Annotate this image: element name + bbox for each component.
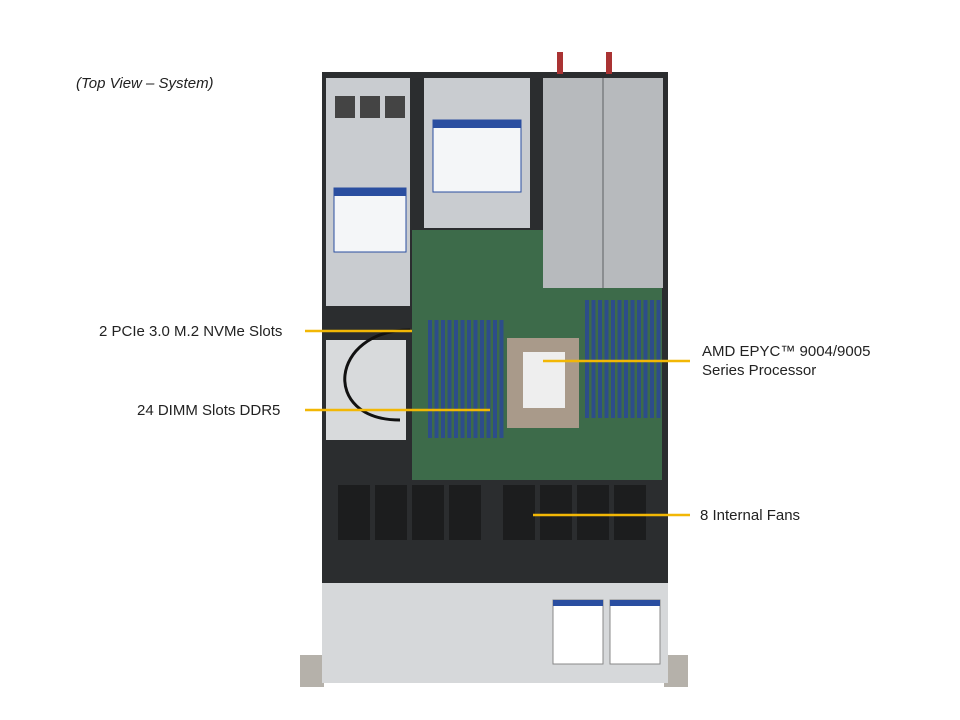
callout-cpu-line2: Series Processor xyxy=(702,362,817,379)
fan xyxy=(614,485,646,540)
dimm-slot xyxy=(611,300,615,418)
dimm-slot xyxy=(480,320,484,438)
dimm-slot xyxy=(428,320,432,438)
dimm-bank-left xyxy=(428,320,504,438)
dimm-slot xyxy=(493,320,497,438)
callout-fans: 8 Internal Fans xyxy=(700,507,801,524)
dimm-slot xyxy=(486,320,491,438)
dimm-slot xyxy=(598,300,602,418)
dimm-slot xyxy=(650,300,654,418)
fan-bank xyxy=(338,485,646,540)
left-handle xyxy=(300,655,324,687)
fan xyxy=(338,485,370,540)
callout-nvme: 2 PCIe 3.0 M.2 NVMe Slots xyxy=(99,323,283,340)
fan xyxy=(375,485,407,540)
dimm-slot xyxy=(643,300,648,418)
dimm-slot xyxy=(624,300,628,418)
dimm-slot xyxy=(473,320,478,438)
dimm-slot xyxy=(637,300,641,418)
callout-cpu-line1: AMD EPYC™ 9004/9005 xyxy=(702,343,871,360)
dimm-slot xyxy=(604,300,609,418)
dimm-bank-right xyxy=(585,300,661,418)
callout-cpu: AMD EPYC™ 9004/9005 Series Processor xyxy=(702,342,870,380)
dimm-slot xyxy=(585,300,589,418)
fan xyxy=(412,485,444,540)
dimm-slot xyxy=(460,320,465,438)
fan xyxy=(540,485,572,540)
dimm-slot xyxy=(434,320,439,438)
view-caption: (Top View – System) xyxy=(76,75,214,92)
dimm-slot xyxy=(454,320,458,438)
dimm-slot xyxy=(656,300,661,418)
dimm-slot xyxy=(630,300,635,418)
fan xyxy=(577,485,609,540)
dimm-slot xyxy=(617,300,622,418)
dimm-slot xyxy=(447,320,452,438)
fan xyxy=(449,485,481,540)
callout-dimm: 24 DIMM Slots DDR5 xyxy=(137,402,281,419)
dimm-slot xyxy=(467,320,471,438)
fan xyxy=(503,485,535,540)
dimm-slot xyxy=(441,320,445,438)
dimm-slot xyxy=(499,320,504,438)
dimm-slot xyxy=(591,300,596,418)
